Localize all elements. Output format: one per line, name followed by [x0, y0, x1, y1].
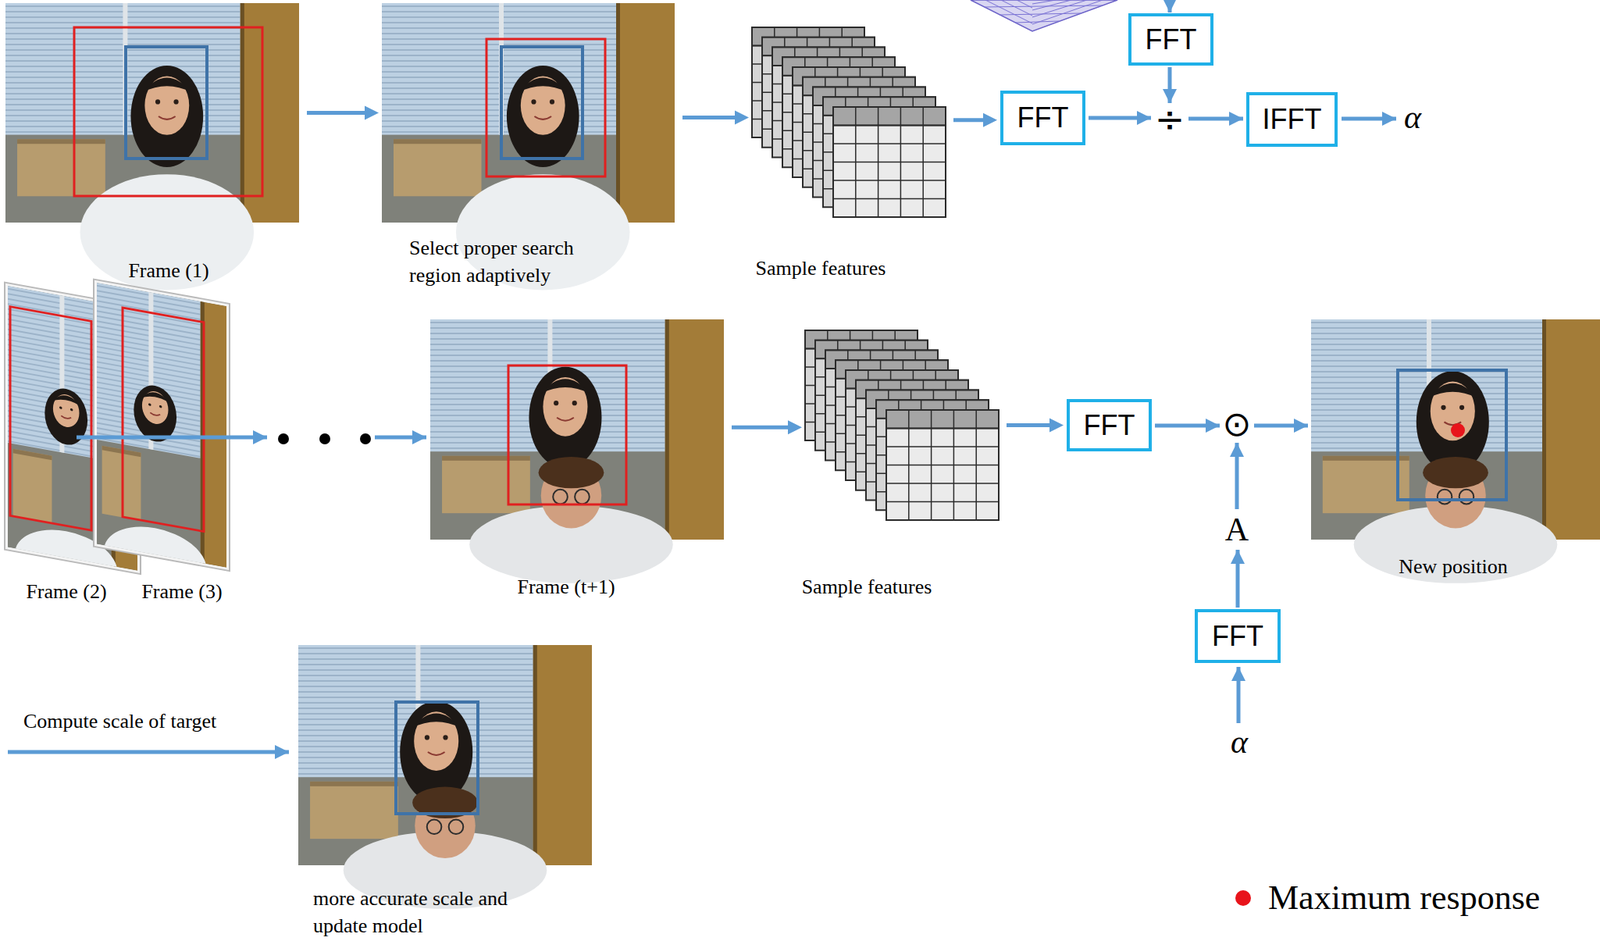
elementwise-product-symbol: ⊙	[1222, 406, 1252, 442]
arrow-line	[1006, 423, 1053, 428]
alpha-symbol: α	[1404, 100, 1422, 134]
fft-label: FFT	[1017, 102, 1070, 134]
arrow	[1236, 666, 1241, 724]
arrow	[1341, 117, 1397, 122]
arrow	[1154, 424, 1220, 428]
photo-illustration	[5, 3, 300, 223]
fft-box: FFT	[1194, 609, 1281, 663]
caption: Select proper search region adaptively	[409, 234, 614, 289]
video-frame: Frame (t+1)	[430, 319, 724, 540]
flow-arrow	[953, 113, 998, 128]
arrow-head	[1049, 418, 1064, 433]
caption: Sample features	[755, 254, 887, 282]
divide-symbol: ÷	[1154, 100, 1186, 137]
arrow-head	[734, 110, 749, 125]
arrow-line	[953, 117, 987, 122]
photo-illustration	[1311, 319, 1600, 540]
caption: more accurate scale and update model	[313, 884, 548, 940]
arrow-head	[364, 106, 379, 121]
fft-box: FFT	[1128, 13, 1214, 66]
arrow	[76, 435, 268, 440]
photo-illustration	[430, 319, 724, 540]
matrix-symbol: A	[1225, 513, 1249, 546]
arrow	[1188, 117, 1244, 122]
arrow-line	[306, 110, 368, 115]
flow-arrow	[731, 420, 802, 435]
photo-illustration	[381, 3, 675, 223]
fft-box: FFT	[1066, 399, 1152, 452]
caption: Frame (1)	[128, 256, 209, 285]
arrow	[1088, 116, 1152, 121]
feature-stack: Sample features	[805, 330, 999, 521]
arrow-line	[731, 425, 792, 430]
video-frame: New position	[1311, 319, 1600, 540]
fft-label: IFFT	[1262, 103, 1323, 136]
arrow-head	[983, 113, 998, 128]
arrow	[1235, 442, 1240, 510]
photo-illustration	[96, 282, 227, 574]
feature-stack: Sample features	[751, 27, 946, 218]
caption: Sample features	[801, 573, 933, 601]
feature-grid	[751, 27, 946, 218]
caption: Frame (2)	[25, 577, 107, 606]
arrow-line	[682, 115, 738, 120]
photo-illustration	[298, 644, 592, 866]
ellipsis-dots	[277, 433, 371, 445]
video-frame: Frame (3)	[96, 282, 227, 574]
video-frame: Select proper search region adaptively	[381, 3, 675, 223]
flow-arrow	[1006, 418, 1064, 433]
step-label: Compute scale of target	[23, 711, 217, 732]
flow-arrow	[306, 106, 379, 121]
caption: Frame (3)	[141, 577, 222, 606]
fft-box: IFFT	[1246, 92, 1338, 147]
video-frame: Frame (1)	[5, 3, 300, 223]
arrow	[7, 750, 289, 755]
video-frame: more accurate scale and update model	[298, 644, 592, 866]
fft-label: FFT	[1083, 409, 1136, 442]
legend-swatch	[1235, 890, 1251, 906]
arrow	[1236, 549, 1241, 608]
legend-text: Maximum response	[1268, 880, 1540, 916]
feature-grid	[805, 330, 999, 521]
surface-plot	[970, 0, 1118, 32]
fft-label: FFT	[1211, 620, 1264, 653]
fft-box: FFT	[1000, 90, 1086, 146]
arrow	[1168, 0, 1173, 13]
flow-arrow	[682, 110, 749, 125]
arrow	[374, 435, 427, 440]
caption: New position	[1398, 552, 1508, 581]
arrow	[1168, 67, 1173, 104]
arrow-head	[787, 420, 802, 435]
fft-label: FFT	[1145, 24, 1198, 56]
caption: Frame (t+1)	[516, 573, 615, 601]
arrow	[1254, 424, 1308, 428]
alpha-symbol: α	[1230, 725, 1248, 759]
